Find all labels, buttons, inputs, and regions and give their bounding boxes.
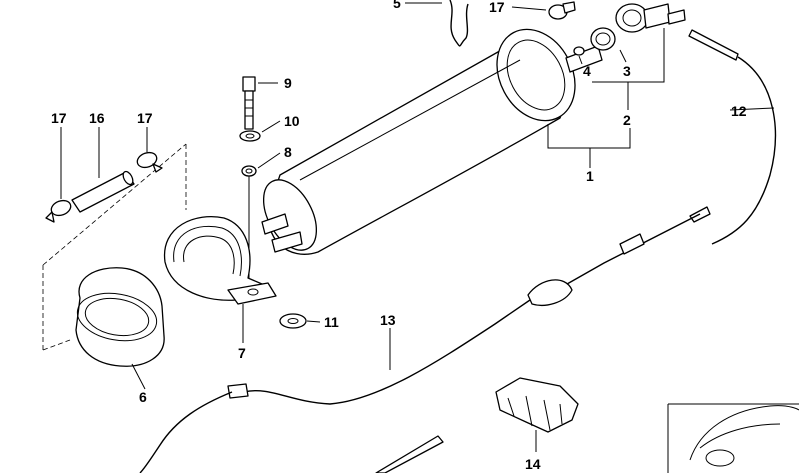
rubber-washer[interactable] — [279, 313, 307, 329]
callout-4: 4 — [583, 63, 591, 79]
callout-10: 10 — [284, 113, 300, 129]
fuel-hose-12[interactable] — [527, 29, 776, 306]
callout-5: 5 — [393, 0, 401, 11]
assembly-frame — [42, 143, 187, 351]
hose-clamp-right[interactable] — [135, 150, 163, 173]
callout-9: 9 — [284, 75, 292, 91]
leader-lines — [60, 2, 775, 452]
callout-13: 13 — [380, 312, 396, 328]
callout-7: 7 — [238, 345, 246, 361]
bolt[interactable] — [242, 76, 256, 130]
callout-11: 11 — [324, 314, 339, 330]
pressure-regulator[interactable] — [590, 3, 686, 51]
callout-17-top: 17 — [489, 0, 505, 15]
clamp-bracket[interactable] — [163, 216, 277, 305]
wire-part-5[interactable] — [449, 0, 469, 47]
washer[interactable] — [239, 130, 261, 142]
rubber-sleeve[interactable] — [74, 267, 165, 367]
callout-17-right: 17 — [137, 110, 153, 126]
hose-clamp-left[interactable] — [45, 198, 73, 223]
callout-17-left: 17 — [51, 110, 67, 126]
hose-16[interactable] — [71, 170, 135, 213]
callout-16: 16 — [89, 110, 105, 126]
callout-12: 12 — [731, 103, 747, 119]
fuel-filter[interactable] — [253, 16, 603, 259]
lower-tube[interactable] — [375, 435, 444, 473]
small-seal[interactable] — [573, 46, 585, 56]
callout-2: 2 — [623, 112, 631, 128]
callout-6: 6 — [139, 389, 147, 405]
callout-labels: 1 2 3 4 5 6 7 8 9 10 11 12 13 14 16 17 1… — [51, 0, 747, 472]
callout-1: 1 — [586, 168, 594, 184]
fuel-hose-13[interactable] — [139, 299, 531, 473]
callout-3: 3 — [623, 63, 631, 79]
hose-clamp-top[interactable] — [548, 1, 576, 20]
spring-washer[interactable] — [241, 165, 257, 177]
vehicle-thumbnail — [667, 403, 799, 473]
callout-8: 8 — [284, 144, 292, 160]
callout-14: 14 — [525, 456, 541, 472]
hose-clip[interactable] — [495, 377, 579, 433]
